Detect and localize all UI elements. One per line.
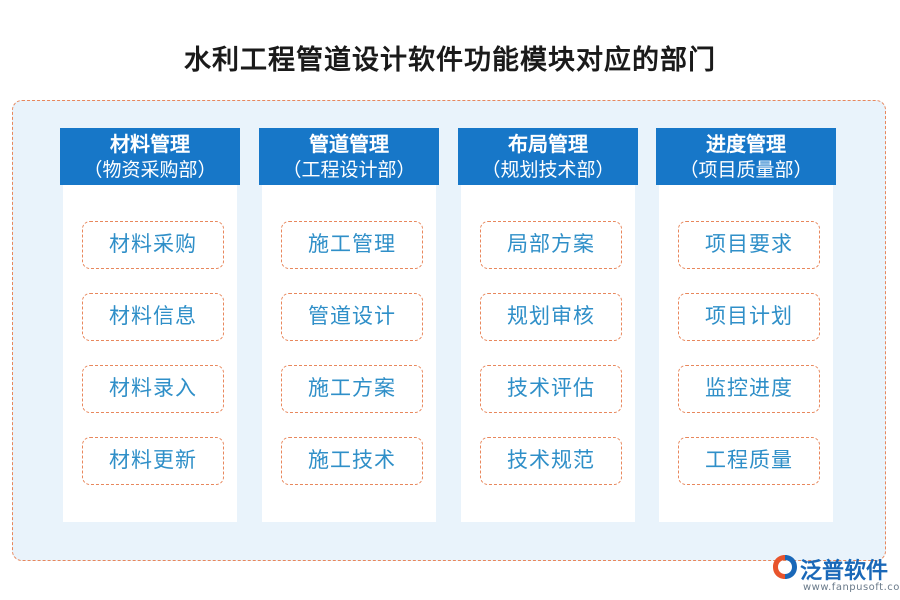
function-item[interactable]: 管道设计 [281, 293, 423, 341]
function-item[interactable]: 技术规范 [480, 437, 622, 485]
department-column-progress: 进度管理 （项目质量部） 项目要求 项目计划 监控进度 工程质量 [656, 128, 836, 522]
logo-url: www.fanpusoft.com [803, 582, 900, 593]
column-header: 进度管理 （项目质量部） [656, 128, 836, 185]
column-header: 管道管理 （工程设计部） [259, 128, 439, 185]
function-item[interactable]: 局部方案 [480, 221, 622, 269]
column-header: 材料管理 （物资采购部） [60, 128, 240, 185]
function-item[interactable]: 规划审核 [480, 293, 622, 341]
function-item[interactable]: 施工管理 [281, 221, 423, 269]
function-item[interactable]: 技术评估 [480, 365, 622, 413]
function-item[interactable]: 工程质量 [678, 437, 820, 485]
function-item[interactable]: 项目计划 [678, 293, 820, 341]
module-name: 材料管理 [110, 132, 190, 156]
logo-name: 泛普软件 [800, 559, 889, 584]
department-name: （规划技术部） [481, 159, 615, 181]
function-item[interactable]: 材料录入 [82, 365, 224, 413]
function-item[interactable]: 监控进度 [678, 365, 820, 413]
department-name: （物资采购部） [83, 159, 217, 181]
function-item[interactable]: 项目要求 [678, 221, 820, 269]
function-item[interactable]: 材料信息 [82, 293, 224, 341]
column-header: 布局管理 （规划技术部） [458, 128, 638, 185]
department-name: （项目质量部） [679, 159, 813, 181]
department-name: （工程设计部） [282, 159, 416, 181]
function-item[interactable]: 材料更新 [82, 437, 224, 485]
module-name: 管道管理 [309, 132, 389, 156]
function-item[interactable]: 施工技术 [281, 437, 423, 485]
fanpu-logo-icon [773, 555, 797, 579]
module-name: 布局管理 [508, 132, 588, 156]
department-column-layout: 布局管理 （规划技术部） 局部方案 规划审核 技术评估 技术规范 [458, 128, 638, 522]
function-item[interactable]: 材料采购 [82, 221, 224, 269]
module-name: 进度管理 [706, 132, 786, 156]
department-column-pipeline: 管道管理 （工程设计部） 施工管理 管道设计 施工方案 施工技术 [259, 128, 439, 522]
fanpu-logo: 泛普软件 www.fanpusoft.com [770, 552, 900, 598]
department-column-materials: 材料管理 （物资采购部） 材料采购 材料信息 材料录入 材料更新 [60, 128, 240, 522]
page-title: 水利工程管道设计软件功能模块对应的部门 [184, 45, 716, 76]
function-item[interactable]: 施工方案 [281, 365, 423, 413]
